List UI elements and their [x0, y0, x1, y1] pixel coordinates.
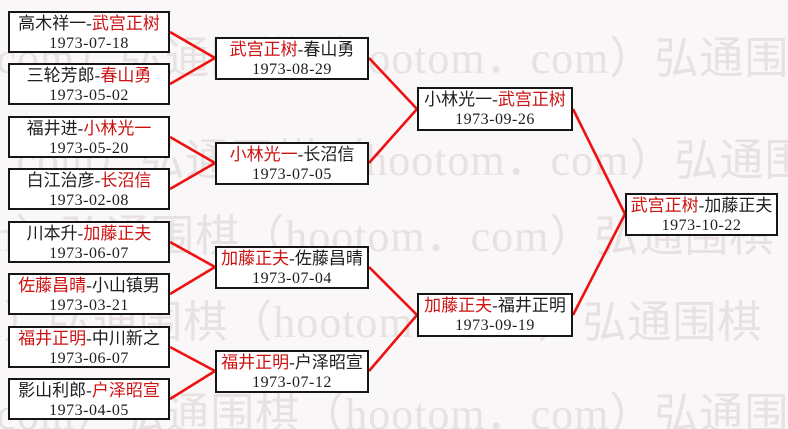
winner-name: 春山勇 — [100, 66, 152, 85]
match-players: 小林光一-长沼信 — [217, 145, 367, 165]
player-name: -春山勇 — [297, 40, 355, 59]
match-date: 1973-05-02 — [49, 87, 129, 104]
match-date: 1973-07-05 — [252, 166, 332, 183]
match-players: 福井正明-户泽昭宣 — [217, 353, 367, 373]
match-date: 1973-09-26 — [455, 111, 535, 128]
winner-name: 武宫正树 — [91, 14, 160, 33]
winner-name: 武宫正树 — [630, 196, 699, 215]
match-players: 影山利郎-户泽昭宣 — [10, 381, 168, 401]
match-box-sf-1: 小林光一-武宫正树 1973-09-26 — [417, 87, 573, 131]
winner-name: 福井正明 — [18, 329, 87, 348]
winner-name: 加藤正夫 — [424, 296, 493, 315]
match-date: 1973-06-07 — [49, 350, 129, 367]
player-name: -长沼信 — [297, 145, 355, 164]
match-box-r1-7: 福井正明-中川新之 1973-06-07 — [8, 326, 170, 368]
match-players: 高木祥一-武宫正树 — [10, 14, 168, 34]
match-date: 1973-09-19 — [455, 317, 535, 334]
match-box-r2-1: 武宫正树-春山勇 1973-08-29 — [215, 37, 369, 80]
player-name: 小林光一- — [424, 90, 498, 109]
match-players: 川本升-加藤正夫 — [10, 224, 168, 244]
match-box-r2-2: 小林光一-长沼信 1973-07-05 — [215, 142, 369, 185]
match-box-r1-4: 白江治彦-长沼信 1973-02-08 — [8, 168, 170, 210]
player-name: 白江治彦- — [26, 171, 101, 190]
match-box-r1-5: 川本升-加藤正夫 1973-06-07 — [8, 221, 170, 263]
match-players: 三轮芳郎-春山勇 — [10, 66, 168, 86]
player-name: -户泽昭宣 — [289, 353, 363, 372]
match-date: 1973-04-05 — [49, 402, 129, 419]
player-name: 川本升- — [26, 224, 84, 243]
match-date: 1973-03-21 — [49, 297, 129, 314]
winner-name: 加藤正夫 — [221, 249, 290, 268]
player-name: 福井进- — [26, 119, 84, 138]
winner-name: 加藤正夫 — [83, 224, 152, 243]
winner-name: 武宫正树 — [229, 40, 298, 59]
match-players: 福井进-小林光一 — [10, 119, 168, 139]
match-box-r1-6: 佐藤昌晴-小山镇男 1973-03-21 — [8, 273, 170, 315]
winner-name: 小林光一 — [229, 145, 298, 164]
match-players: 佐藤昌晴-小山镇男 — [10, 276, 168, 296]
match-players: 武宫正树-春山勇 — [217, 40, 367, 60]
player-name: 影山利郎- — [18, 381, 92, 400]
winner-name: 长沼信 — [100, 171, 152, 190]
match-box-sf-2: 加藤正夫-福井正明 1973-09-19 — [417, 293, 573, 337]
player-name: -加藤正夫 — [698, 196, 773, 215]
match-players: 加藤正夫-佐藤昌晴 — [217, 249, 367, 269]
match-date: 1973-05-20 — [49, 140, 129, 157]
winner-name: 福井正明 — [221, 353, 290, 372]
player-name: 高木祥一- — [18, 14, 92, 33]
winner-name: 佐藤昌晴 — [18, 276, 87, 295]
match-date: 1973-06-07 — [49, 245, 129, 262]
match-box-r1-2: 三轮芳郎-春山勇 1973-05-02 — [8, 63, 170, 105]
winner-name: 武宫正树 — [497, 90, 566, 109]
match-box-r1-8: 影山利郎-户泽昭宣 1973-04-05 — [8, 378, 170, 420]
player-name: -小山镇男 — [86, 276, 160, 295]
match-box-r2-4: 福井正明-户泽昭宣 1973-07-12 — [215, 350, 369, 393]
player-name: 三轮芳郎- — [26, 66, 101, 85]
match-box-r1-3: 福井进-小林光一 1973-05-20 — [8, 116, 170, 158]
player-name: -福井正明 — [492, 296, 566, 315]
player-name: -佐藤昌晴 — [289, 249, 363, 268]
match-date: 1973-07-18 — [49, 35, 129, 52]
match-date: 1973-02-08 — [49, 192, 129, 209]
match-date: 1973-08-29 — [252, 61, 332, 78]
match-date: 1973-07-04 — [252, 270, 332, 287]
match-date: 1973-10-22 — [661, 217, 742, 234]
match-box-r2-3: 加藤正夫-佐藤昌晴 1973-07-04 — [215, 246, 369, 289]
match-players: 小林光一-武宫正树 — [419, 90, 571, 110]
match-players: 福井正明-中川新之 — [10, 329, 168, 349]
winner-name: 户泽昭宣 — [91, 381, 160, 400]
match-players: 白江治彦-长沼信 — [10, 171, 168, 191]
player-name: -中川新之 — [86, 329, 160, 348]
match-box-r1-1: 高木祥一-武宫正树 1973-07-18 — [8, 11, 170, 53]
match-players: 武宫正树-加藤正夫 — [627, 196, 776, 216]
match-date: 1973-07-12 — [252, 374, 332, 391]
match-players: 加藤正夫-福井正明 — [419, 296, 571, 316]
match-box-final: 武宫正树-加藤正夫 1973-10-22 — [625, 193, 778, 236]
winner-name: 小林光一 — [83, 119, 152, 138]
